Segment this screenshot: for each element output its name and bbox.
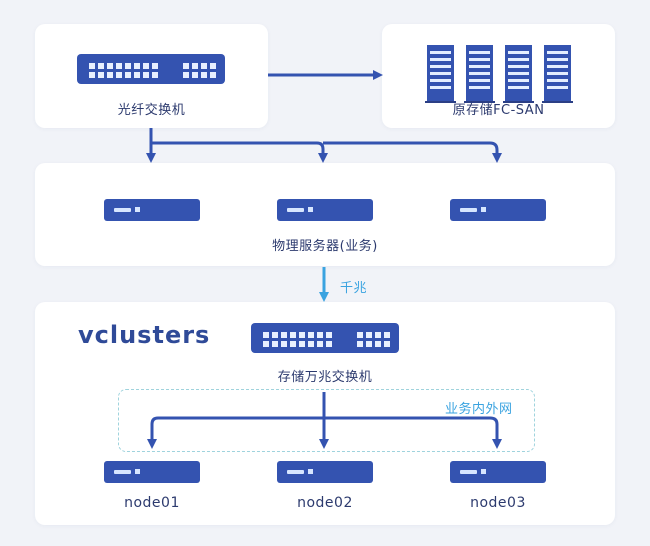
business-network-label: 业务内外网 [445, 402, 513, 417]
storage-rack-icon [503, 45, 534, 103]
server-icon [450, 199, 546, 221]
server-icon [277, 199, 373, 221]
switch-to-server3-arrow [323, 141, 502, 163]
node03-label: node03 [470, 495, 526, 511]
node02-label: node02 [297, 495, 353, 511]
node01-label: node01 [124, 495, 180, 511]
network-switch-icon [77, 54, 225, 84]
fc-san-panel [382, 24, 615, 128]
physical-servers-label: 物理服务器(业务) [272, 239, 378, 254]
switch-to-node1-arrow [147, 416, 324, 449]
fiber-switch-label: 光纤交换机 [117, 103, 186, 118]
storage-rack-icon [464, 45, 495, 103]
storage-rack-icon [542, 45, 573, 103]
node-server-icon [450, 461, 546, 483]
switch-to-server2-arrow [151, 141, 328, 163]
fc-san-label: 原存储FC-SAN [452, 103, 545, 118]
switch-to-node3-arrow [324, 416, 502, 449]
business-network-box [118, 389, 535, 452]
node-server-icon [277, 461, 373, 483]
storage-rack-icon [425, 45, 456, 103]
gigabit-link-label: 千兆 [340, 281, 368, 296]
node-server-icon [104, 461, 200, 483]
storage-switch-label: 存储万兆交换机 [277, 370, 373, 385]
vclusters-title: vclusters [78, 321, 211, 349]
storage-switch-icon [251, 323, 399, 353]
server-icon [104, 199, 200, 221]
